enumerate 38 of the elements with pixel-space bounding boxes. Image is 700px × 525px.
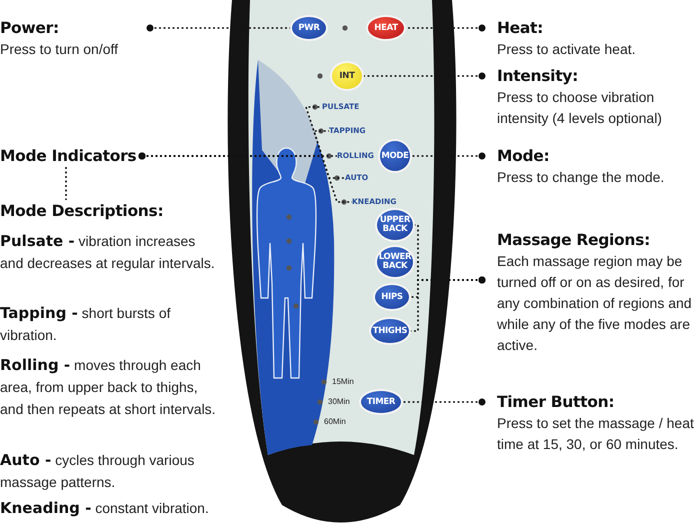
leader-line	[146, 24, 292, 32]
leader-line	[410, 152, 486, 160]
mode-button: MODE	[380, 141, 410, 171]
callout-heading: Mode Indicators	[0, 146, 136, 167]
intensity-button: INT	[332, 63, 362, 89]
timer-label: 30Min	[328, 396, 350, 408]
heat-button: HEAT	[368, 17, 404, 39]
mode-description: Rolling - moves through each area, from upper back to thighs, and then repeats at short intervals.	[0, 355, 217, 419]
region-button: LOWER BACK	[377, 247, 413, 277]
mode-description: Pulsate - vibration increases and decreases at regular intervals.	[0, 231, 216, 273]
timer-label: 60Min	[324, 416, 346, 428]
callout-description: Press to choose vibration intensity (4 levels optional)	[497, 88, 663, 128]
mode-description: Auto - cycles through various massage patterns.	[0, 450, 196, 492]
region-button: THIGHS	[371, 319, 409, 343]
callout-heading: Mode Descriptions:	[0, 201, 164, 222]
leader-line	[401, 398, 486, 406]
power-button: PWR	[292, 17, 326, 39]
region-button: UPPER BACK	[377, 210, 413, 240]
callout-heading: Heat:	[497, 18, 544, 39]
leader-line	[138, 152, 352, 203]
timer-label: 15Min	[332, 376, 354, 388]
mode-description: Kneading - constant vibration.	[0, 498, 210, 519]
region-button: HIPS	[375, 285, 409, 309]
callout-description: Each massage region may be turned off or on as desired, for any combination of regions and while any of the five modes are active.	[497, 252, 693, 355]
callout-heading: Power:	[0, 18, 60, 39]
leader-line	[362, 72, 486, 80]
mode-description: Tapping - short bursts of vibration.	[0, 303, 172, 345]
callout-description: Press to turn on/off	[0, 40, 118, 59]
callout-heading: Timer Button:	[497, 392, 616, 413]
callout-heading: Mode:	[497, 146, 550, 167]
leader-line	[409, 276, 486, 332]
timer-button: TIMER	[361, 391, 401, 413]
callout-description: Press to activate heat.	[497, 40, 637, 59]
callout-description: Press to set the massage / heat time at 15, 30, or 60 minutes.	[497, 414, 695, 454]
callout-heading: Intensity:	[497, 66, 580, 87]
callout-heading: Massage Regions:	[497, 230, 651, 251]
leader-line	[65, 167, 67, 200]
callout-description: Press to change the mode.	[497, 168, 666, 187]
